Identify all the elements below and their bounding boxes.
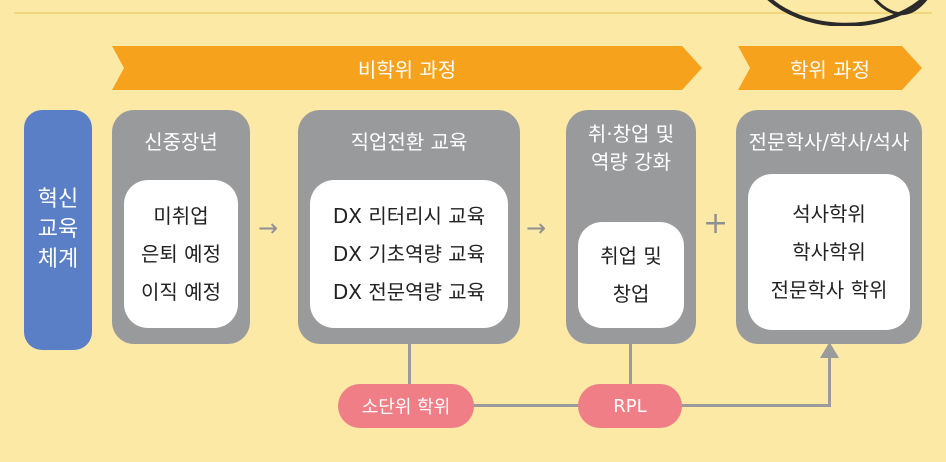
connector-line xyxy=(828,356,831,407)
column-title: 취·창업 및 역량 강화 xyxy=(566,120,696,176)
column-content-box: 석사학위 학사학위 전문학사 학위 xyxy=(748,174,910,330)
outer-frame xyxy=(14,12,932,450)
list-item: 석사학위 xyxy=(792,202,866,226)
non-degree-banner-label: 비학위 과정 xyxy=(357,57,457,82)
column-title-line: 전문학사/학사/석사 xyxy=(748,130,910,154)
list-item: 이직 예정 xyxy=(141,280,221,304)
column-employment-startup: 취·창업 및 역량 강화 취업 및 창업 xyxy=(566,110,696,344)
list-item: 미취업 xyxy=(153,204,209,228)
innovation-system-label: 혁신 교육 체계 xyxy=(24,110,92,350)
side-label-line: 혁신 xyxy=(37,187,79,212)
column-career-transition: 직업전환 교육 DX 리터리시 교육 DX 기초역량 교육 DX 전문역량 교육 xyxy=(298,110,520,344)
connector-line xyxy=(408,344,411,386)
column-title: 직업전환 교육 xyxy=(298,128,520,156)
arrow-right-icon: → xyxy=(258,214,279,242)
column-degrees: 전문학사/학사/석사 석사학위 학사학위 전문학사 학위 xyxy=(736,110,922,344)
list-item: 창업 xyxy=(612,282,650,306)
list-item: DX 기초역량 교육 xyxy=(332,242,486,266)
degree-banner-shape xyxy=(738,46,922,90)
list-item: 취업 및 xyxy=(600,244,662,268)
arrow-right-icon: → xyxy=(526,214,547,242)
degree-banner: 학위 과정 xyxy=(738,46,922,90)
column-content-box: 미취업 은퇴 예정 이직 예정 xyxy=(124,180,238,328)
column-middle-aged: 신중장년 미취업 은퇴 예정 이직 예정 xyxy=(112,110,250,344)
list-item: DX 리터리시 교육 xyxy=(332,204,486,228)
decorative-swoosh xyxy=(767,0,928,26)
list-item: 전문학사 학위 xyxy=(770,278,888,302)
arrow-up-icon xyxy=(820,342,839,358)
connector-line xyxy=(629,344,632,386)
microdegree-badge: 소단위 학위 xyxy=(338,384,474,428)
column-title-line: 취·창업 및 xyxy=(587,122,675,146)
column-title: 신중장년 xyxy=(112,128,250,156)
connector-line xyxy=(678,404,830,407)
side-label-line: 체계 xyxy=(37,247,79,272)
column-title: 전문학사/학사/석사 xyxy=(736,128,922,156)
side-label-line: 교육 xyxy=(37,217,79,242)
list-item: DX 전문역량 교육 xyxy=(332,280,486,304)
connector-line xyxy=(470,404,582,407)
non-degree-banner: 비학위 과정 xyxy=(112,46,702,90)
list-item: 학사학위 xyxy=(792,240,866,264)
list-item: 은퇴 예정 xyxy=(141,242,221,266)
column-title-line: 신중장년 xyxy=(144,130,218,154)
column-title-line: 직업전환 교육 xyxy=(350,130,468,154)
non-degree-banner-shape xyxy=(112,46,702,90)
rpl-badge: RPL xyxy=(578,384,682,428)
column-content-box: 취업 및 창업 xyxy=(578,222,684,328)
column-content-box: DX 리터리시 교육 DX 기초역량 교육 DX 전문역량 교육 xyxy=(310,180,508,328)
column-title-line: 역량 강화 xyxy=(591,150,671,174)
plus-icon: + xyxy=(703,206,729,241)
degree-banner-label: 학위 과정 xyxy=(790,57,870,82)
